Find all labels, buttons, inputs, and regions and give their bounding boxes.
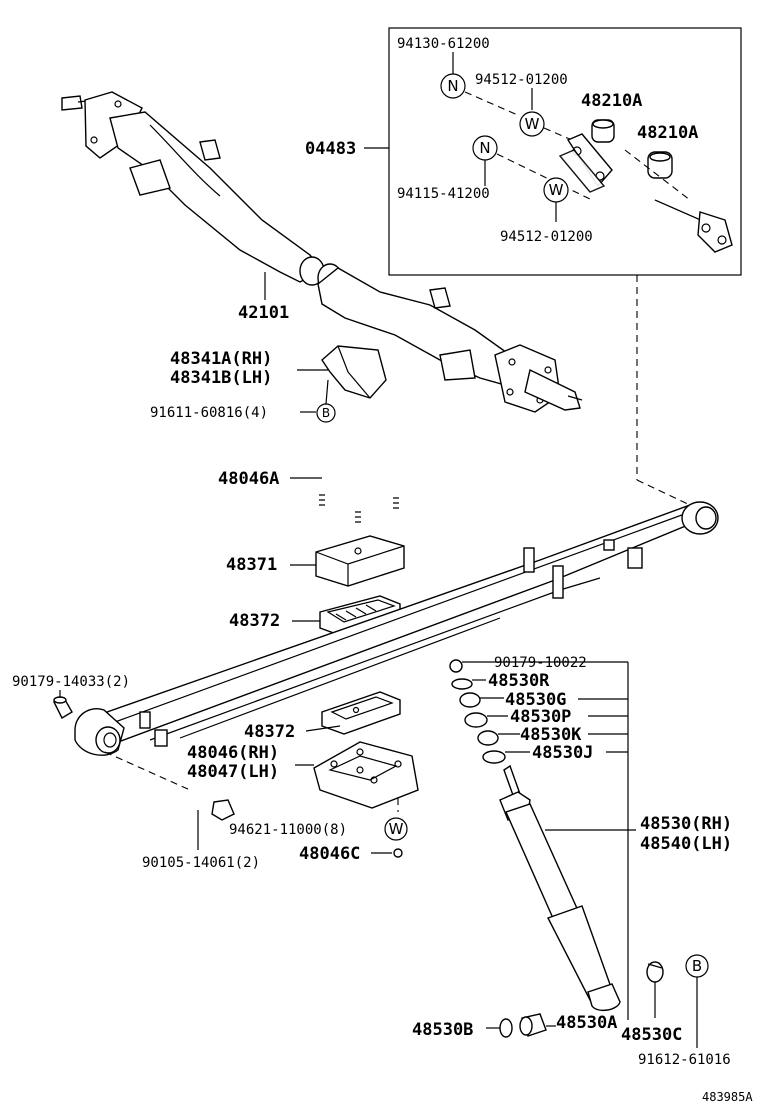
- shock-lh-label: 48540(LH): [640, 834, 732, 854]
- kit-shackle-plate: [558, 133, 613, 193]
- axle-housing: [61, 91, 583, 413]
- kit-group-04483: 04483: [305, 139, 356, 159]
- shock-b-label: 48530B: [412, 1020, 473, 1040]
- kit-part-48210a-2: 48210A: [637, 123, 698, 143]
- seat-rh-label: 48046(RH): [187, 743, 279, 763]
- bushing-bolt-label: 90179-14033(2): [12, 674, 130, 690]
- bumper-lh-label: 48341B(LH): [170, 368, 272, 388]
- svg-text:B: B: [692, 957, 702, 975]
- kit-part-94130: 94130-61200: [397, 36, 490, 52]
- pad-lower-label: 48372: [244, 722, 295, 742]
- nut-icon: [393, 848, 403, 858]
- shock-hardware-stack: [449, 659, 506, 764]
- shock-bolt-label: 91612-61016: [638, 1052, 731, 1068]
- shock-a-label: 48530A: [556, 1013, 617, 1033]
- shock-lower-bushings: [499, 1013, 547, 1038]
- kit-inset-box: [388, 27, 742, 276]
- shock-p-label: 48530P: [510, 707, 571, 727]
- nut-label: 48046C: [299, 844, 360, 864]
- kit-part-94512-lower: 94512-01200: [500, 229, 593, 245]
- svg-text:W: W: [389, 820, 404, 838]
- spring-seat: [313, 741, 419, 809]
- shock-c-label: 48530C: [621, 1025, 682, 1045]
- shock-j-label: 48530J: [532, 743, 593, 763]
- bump-stopper: [321, 345, 387, 399]
- pad-upper-label: 48372: [229, 611, 280, 631]
- svg-text:B: B: [322, 406, 330, 420]
- leaf-spring: [74, 501, 719, 756]
- svg-text:N: N: [447, 77, 458, 95]
- shock-r-label: 48530R: [488, 671, 550, 691]
- shock-rh-label: 48530(RH): [640, 814, 732, 834]
- spring-spacer: [315, 535, 405, 587]
- bumper-bolt-label: 91611-60816(4): [150, 405, 268, 421]
- shock-k-label: 48530K: [520, 725, 582, 745]
- shock-collar: [646, 961, 664, 983]
- kit-bushing-2: [647, 151, 673, 179]
- ubolt-label: 48046A: [218, 469, 279, 489]
- kit-shackle-bolt: [654, 199, 733, 253]
- axle-part-label: 42101: [238, 303, 289, 323]
- n-symbol-1: [440, 73, 466, 99]
- bushing-bolt: [53, 696, 73, 719]
- seat-lh-label: 48047(LH): [187, 762, 279, 782]
- shock-nut-label: 90179-10022: [494, 655, 587, 671]
- figure-id: 483985A: [702, 1090, 753, 1104]
- svg-text:W: W: [525, 115, 540, 133]
- spring-pad-lower: [321, 691, 401, 735]
- shackle-bolt: [177, 786, 235, 821]
- kit-part-94512-upper: 94512-01200: [475, 72, 568, 88]
- shackle-bolt-label: 90105-14061(2): [142, 855, 260, 871]
- shock-g-label: 48530G: [505, 690, 566, 710]
- svg-text:W: W: [549, 181, 564, 199]
- shock-absorber: [499, 764, 621, 1012]
- kit-bushing-1: [591, 119, 615, 143]
- spacer-label: 48371: [226, 555, 277, 575]
- svg-text:N: N: [479, 139, 490, 157]
- w-symbol-1: [519, 111, 545, 137]
- w-symbol-3: [384, 817, 408, 841]
- bumper-rh-label: 48341A(RH): [170, 349, 272, 369]
- washer-label: 94621-11000(8): [229, 822, 347, 838]
- kit-part-48210a-1: 48210A: [581, 91, 642, 111]
- u-bolt: [319, 426, 399, 525]
- kit-part-94115: 94115-41200: [397, 186, 490, 202]
